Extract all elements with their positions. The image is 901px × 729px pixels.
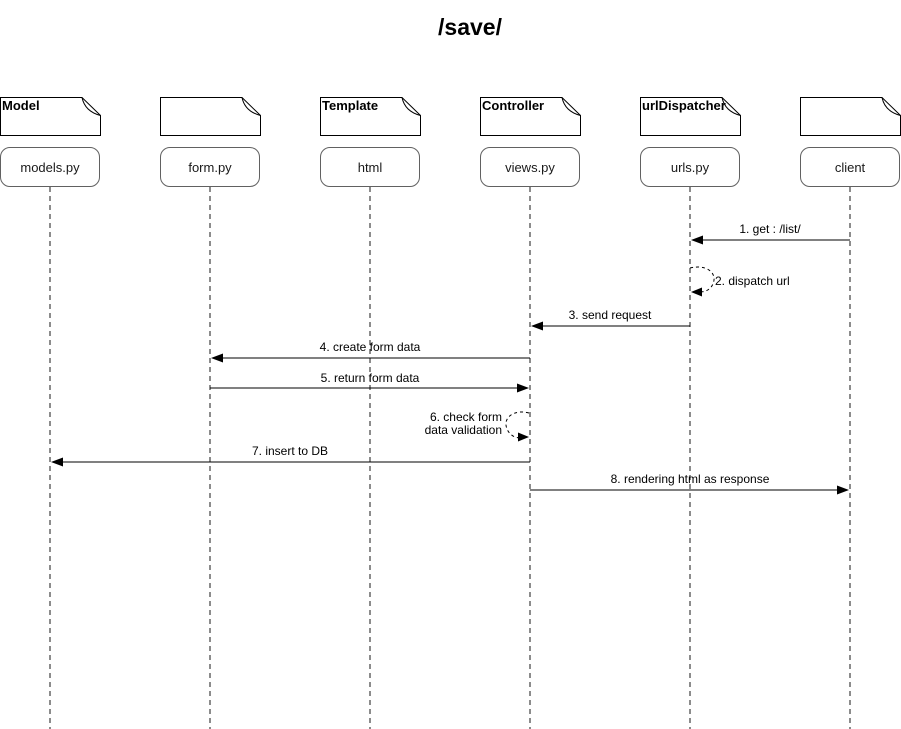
folded-note-icon — [160, 97, 261, 136]
lifelines — [49, 187, 851, 729]
participant-stereotype-urldispatcher: urlDispatcher — [642, 98, 726, 113]
message-3-label: 3. send request — [568, 308, 652, 322]
participant-name: views.py — [505, 159, 555, 175]
participant-stereotype-model: Model — [2, 98, 40, 113]
participant-name: models.py — [20, 159, 80, 175]
participant-stereotype-template: Template — [322, 98, 379, 113]
folded-note-icon — [640, 97, 741, 136]
note-shape-form — [160, 97, 261, 136]
note-shape-controller — [480, 97, 581, 136]
participant-box-views-py: views.py — [480, 147, 580, 187]
participant-name: form.py — [188, 159, 232, 175]
folded-note-icon — [0, 97, 101, 136]
participant-name: urls.py — [670, 159, 710, 175]
message-3-arrow — [531, 321, 690, 331]
message-1-arrow — [691, 235, 850, 245]
message-6-label: 6. check form data validation — [424, 410, 502, 437]
participant-box-client: client — [800, 147, 900, 187]
participant-box-urls-py: urls.py — [640, 147, 740, 187]
note-shape-model — [0, 97, 101, 136]
message-5-arrow — [210, 383, 529, 393]
message-2-label: 2. dispatch url — [715, 274, 790, 288]
message-7-arrow — [51, 457, 530, 467]
folded-note-icon — [320, 97, 421, 136]
note-shape-template — [320, 97, 421, 136]
message-7-label: 7. insert to DB — [251, 444, 329, 458]
participant-box-models-py: models.py — [0, 147, 100, 187]
message-4-arrow — [211, 353, 530, 363]
participant-stereotype-controller: Controller — [482, 98, 545, 113]
participant-name: client — [834, 159, 866, 175]
message-2-self-loop — [689, 266, 715, 297]
message-8-arrow — [530, 485, 849, 495]
message-1-label: 1. get : /list/ — [739, 222, 801, 236]
note-shape-urldispatcher — [640, 97, 741, 136]
participant-name: html — [357, 159, 383, 175]
message-5-label: 5. return form data — [320, 371, 420, 385]
diagram-title: /save/ — [438, 14, 502, 40]
participant-box-form-py: form.py — [160, 147, 260, 187]
participant-box-html: html — [320, 147, 420, 187]
message-4-label: 4. create form data — [319, 340, 421, 354]
folded-note-icon — [480, 97, 581, 136]
message-8-label: 8. rendering html as response — [610, 472, 770, 486]
message-6-self-loop — [505, 411, 530, 442]
